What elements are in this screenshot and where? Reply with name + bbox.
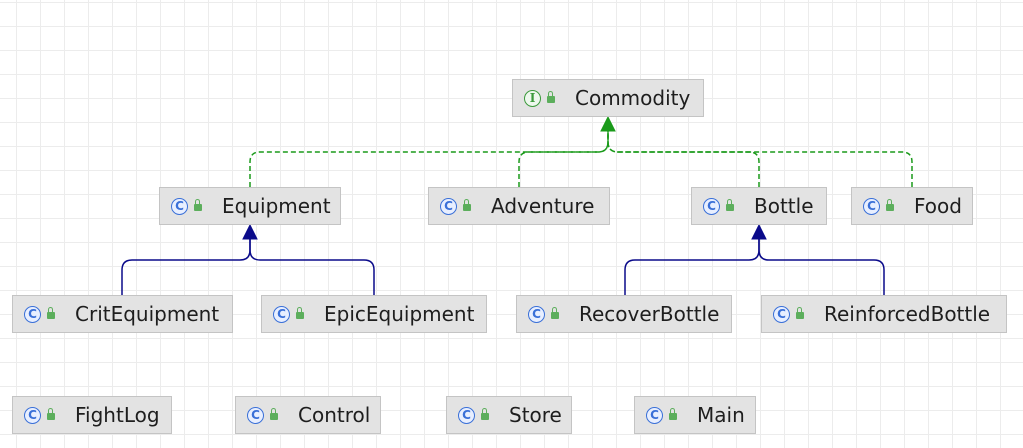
node-label: ReinforcedBottle xyxy=(824,302,991,326)
node-epic-equipment[interactable]: C EpicEquipment xyxy=(261,295,487,333)
node-label: FightLog xyxy=(75,403,160,427)
class-icon: C xyxy=(773,305,790,323)
node-label: Adventure xyxy=(491,194,595,218)
node-fight-log[interactable]: C FightLog xyxy=(12,396,172,434)
lock-icon xyxy=(551,307,559,319)
realization-edge-bottle xyxy=(607,131,760,187)
node-recover-bottle[interactable]: C RecoverBottle xyxy=(516,295,732,333)
inheritance-edge-crit-equipment xyxy=(121,239,251,295)
class-icon: C xyxy=(24,305,41,323)
node-label: RecoverBottle xyxy=(579,302,720,326)
realization-edge-equipment xyxy=(249,131,609,187)
node-label: Store xyxy=(509,403,562,427)
node-food[interactable]: C Food xyxy=(851,187,973,225)
lock-icon xyxy=(47,307,55,319)
class-icon: C xyxy=(440,197,457,215)
node-reinforced-bottle[interactable]: C ReinforcedBottle xyxy=(761,295,1007,333)
class-icon: C xyxy=(273,305,290,323)
node-label: Main xyxy=(697,403,745,427)
class-icon: C xyxy=(528,305,545,323)
node-commodity[interactable]: I Commodity xyxy=(512,79,704,117)
inheritance-edge-reinforced-bottle xyxy=(758,239,885,295)
class-icon: C xyxy=(171,197,188,215)
node-label: Commodity xyxy=(575,86,691,110)
realization-edge-food xyxy=(607,131,913,187)
class-icon: C xyxy=(646,406,663,424)
node-label: Bottle xyxy=(754,194,814,218)
node-bottle[interactable]: C Bottle xyxy=(691,187,827,225)
class-icon: C xyxy=(863,197,880,215)
lock-icon xyxy=(270,408,278,420)
inheritance-edge-recover-bottle xyxy=(624,239,760,295)
node-crit-equipment[interactable]: C CritEquipment xyxy=(12,295,233,333)
lock-icon xyxy=(47,408,55,420)
node-store[interactable]: C Store xyxy=(446,396,572,434)
class-icon: C xyxy=(703,197,720,215)
class-icon: C xyxy=(24,406,41,424)
lock-icon xyxy=(886,199,894,211)
lock-icon xyxy=(796,307,804,319)
lock-icon xyxy=(669,408,677,420)
node-label: Food xyxy=(914,194,962,218)
node-label: CritEquipment xyxy=(75,302,220,326)
realization-edge-adventure xyxy=(518,131,609,187)
lock-icon xyxy=(463,199,471,211)
node-label: Equipment xyxy=(222,194,331,218)
node-adventure[interactable]: C Adventure xyxy=(428,187,610,225)
lock-icon xyxy=(481,408,489,420)
node-control[interactable]: C Control xyxy=(235,396,381,434)
lock-icon xyxy=(726,199,734,211)
realization-arrowhead-commodity xyxy=(600,115,616,132)
node-main[interactable]: C Main xyxy=(634,396,756,434)
node-label: EpicEquipment xyxy=(324,302,475,326)
inheritance-arrowhead-bottle xyxy=(751,223,767,240)
lock-icon xyxy=(194,199,202,211)
interface-icon: I xyxy=(524,89,541,107)
class-icon: C xyxy=(247,406,264,424)
class-icon: C xyxy=(458,406,475,424)
node-equipment[interactable]: C Equipment xyxy=(159,187,341,225)
inheritance-edge-epic-equipment xyxy=(249,239,375,295)
lock-icon xyxy=(547,91,555,103)
node-label: Control xyxy=(298,403,371,427)
inheritance-arrowhead-equipment xyxy=(242,223,258,240)
lock-icon xyxy=(296,307,304,319)
